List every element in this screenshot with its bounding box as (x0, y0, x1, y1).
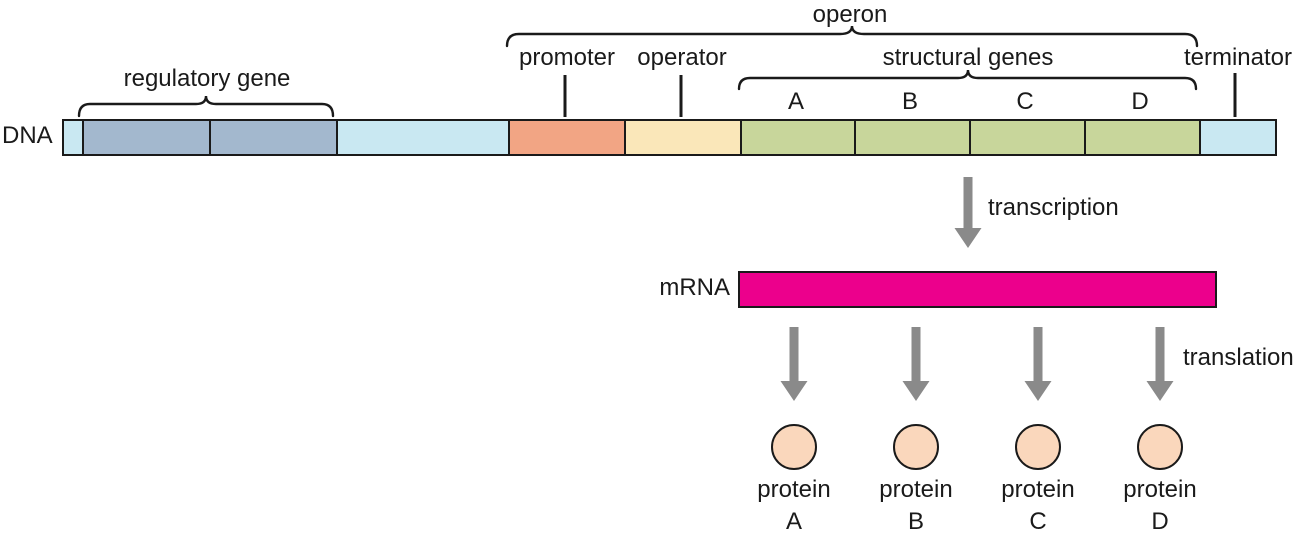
translation-arrow-c (1024, 327, 1052, 401)
protein-word: protein (757, 476, 831, 503)
protein-word: protein (1001, 476, 1075, 503)
protein-word: protein (879, 476, 953, 503)
structural-genes-label: structural genes (882, 44, 1054, 71)
regulatory-gene-brace (77, 95, 335, 118)
gene-d-label: D (1131, 88, 1149, 115)
protein-label-d: protein D (1123, 476, 1197, 536)
protein-label-c: protein C (1001, 476, 1075, 536)
gene-c-label: C (1016, 88, 1034, 115)
dna-segment-regulatory-gene-2 (209, 121, 336, 154)
protein-letter: B (907, 508, 925, 536)
protein-label-b: protein B (879, 476, 953, 536)
transcription-arrow (954, 177, 982, 248)
regulatory-gene-label: regulatory gene (123, 65, 291, 92)
translation-arrow-b (902, 327, 930, 401)
transcription-label: transcription (988, 194, 1119, 221)
dna-segment-regulatory-gene-1 (82, 121, 209, 154)
protein-letter: C (1029, 508, 1047, 536)
translation-arrow-d (1146, 327, 1174, 401)
operon-label: operon (812, 1, 888, 28)
translation-arrow-a (780, 327, 808, 401)
protein-letter: D (1151, 508, 1169, 536)
dna-segment-gene-c (969, 121, 1084, 154)
dna-segment-gene-b (854, 121, 969, 154)
operator-label: operator (637, 44, 727, 71)
protein-circle-b (893, 424, 939, 470)
dna-segment-promoter (508, 121, 624, 154)
protein-letter: A (785, 508, 803, 536)
gene-b-label: B (901, 88, 919, 115)
dna-segment-gene-d (1084, 121, 1199, 154)
dna-label: DNA (2, 122, 53, 149)
protein-circle-a (771, 424, 817, 470)
protein-label-a: protein A (757, 476, 831, 536)
protein-circle-d (1137, 424, 1183, 470)
mrna-label: mRNA (659, 274, 730, 301)
protein-circle-c (1015, 424, 1061, 470)
translation-label: translation (1183, 344, 1294, 371)
dna-bar (62, 119, 1277, 156)
promoter-label: promoter (518, 44, 616, 71)
gene-a-label: A (787, 88, 805, 115)
dna-segment-gene-a (740, 121, 854, 154)
structural-genes-brace (737, 69, 1198, 91)
dna-segment-terminator (1199, 121, 1275, 154)
operon-brace (505, 25, 1199, 48)
dna-segment-operator (624, 121, 740, 154)
mrna-bar (738, 271, 1217, 308)
dna-segment-backbone-middle (336, 121, 508, 154)
dna-segment-backbone-left (64, 121, 82, 154)
protein-word: protein (1123, 476, 1197, 503)
terminator-label: terminator (1183, 44, 1293, 71)
